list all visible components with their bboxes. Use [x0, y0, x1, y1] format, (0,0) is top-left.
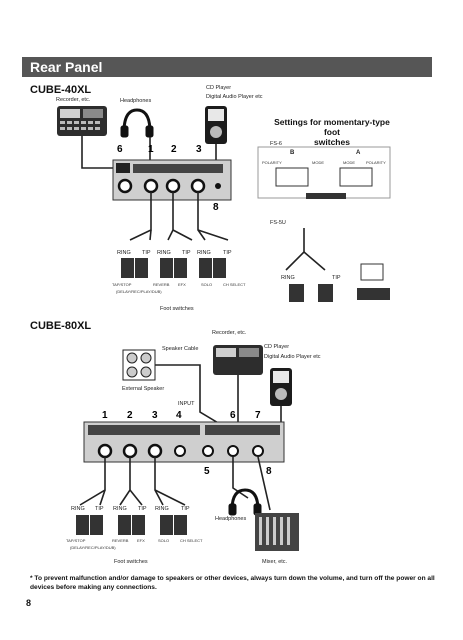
- cube40-cd-label: CD Player: [206, 85, 232, 91]
- footswitches-caption: Foot switches: [160, 306, 194, 312]
- external-speaker-label: External Speaker: [122, 386, 165, 392]
- polarity-label: POLARITY: [366, 160, 386, 165]
- fs5u-ring: RING: [281, 275, 295, 281]
- fs6-label: FS-6: [270, 141, 282, 147]
- reverb-label: REVERB: [112, 538, 129, 543]
- callout-2: 2: [127, 410, 133, 421]
- callout-6: 6: [117, 144, 123, 155]
- fs5u-tip: TIP: [332, 275, 341, 281]
- headphones-icon: [120, 108, 154, 138]
- headphones-icon: [228, 488, 262, 516]
- fs-label: RING: [155, 506, 169, 512]
- callout-4: 4: [176, 410, 182, 421]
- callout-3: 3: [196, 144, 202, 155]
- fs-label: TIP: [181, 506, 190, 512]
- fs5u-label: FS-5U: [270, 220, 286, 226]
- footnote-mark: *: [30, 575, 33, 582]
- settings-title-line2: switches: [314, 137, 350, 147]
- mode-label: MODE: [312, 160, 324, 165]
- footswitches-caption: Foot switches: [114, 559, 148, 565]
- fs-label: RING: [117, 250, 131, 256]
- mixer-icon: [255, 513, 299, 551]
- cube40-panel: [112, 159, 232, 201]
- fs-label: TIP: [95, 506, 104, 512]
- cd-player-icon: [205, 106, 227, 144]
- speaker-cable-label: Speaker Cable: [162, 346, 199, 352]
- cube40-footswitches: [121, 258, 226, 278]
- footnote: * To prevent malfunction and/or damage t…: [30, 574, 440, 592]
- callout-8: 8: [213, 202, 219, 213]
- delay-label: (DELAY/REC/PLAY/DUB): [116, 289, 162, 294]
- efx-label: EFX: [137, 538, 145, 543]
- callout-7: 7: [255, 410, 261, 421]
- footnote-text: To prevent malfunction and/or damage to …: [30, 575, 435, 591]
- callout-5: 5: [204, 466, 210, 477]
- fs-label: RING: [71, 506, 85, 512]
- fs-label: RING: [197, 250, 211, 256]
- mixer-label: Mixer, etc.: [262, 559, 288, 565]
- fs-label: TIP: [142, 250, 151, 256]
- callout-1: 1: [148, 144, 154, 155]
- settings-title-line1: Settings for momentary-type foot: [274, 117, 390, 137]
- cube40-digital-label: Digital Audio Player etc: [206, 94, 263, 100]
- cube40-heading: CUBE-40XL: [30, 84, 92, 96]
- callout-3: 3: [152, 410, 158, 421]
- solo-label: SOLO: [158, 538, 170, 543]
- fs-label: RING: [113, 506, 127, 512]
- settings-box: [257, 146, 391, 199]
- cube80-recorder-label: Recorder, etc.: [212, 330, 247, 336]
- setting-a-label: A: [356, 150, 361, 156]
- tap-label: TAP/STOP: [66, 538, 86, 543]
- callout-6: 6: [230, 410, 236, 421]
- fs-label: TIP: [223, 250, 232, 256]
- fs-label: TIP: [138, 506, 147, 512]
- cd-player-icon: [270, 368, 292, 406]
- headphones-label: Headphones: [215, 516, 247, 522]
- chselect-label: CH SELECT: [223, 282, 246, 287]
- fs-label: TIP: [182, 250, 191, 256]
- cube80-digital-label: Digital Audio Player etc: [264, 354, 321, 360]
- polarity-label: POLARITY: [262, 160, 282, 165]
- solo-label: SOLO: [201, 282, 213, 287]
- page-title: Rear Panel: [30, 59, 103, 75]
- page-number: 8: [26, 598, 32, 608]
- tap-label: TAP/STOP: [112, 282, 132, 287]
- chselect-label: CH SELECT: [180, 538, 203, 543]
- section-header-bar: [22, 57, 432, 77]
- callout-1: 1: [102, 410, 108, 421]
- efx-label: EFX: [178, 282, 186, 287]
- input-label: INPUT: [178, 401, 195, 407]
- recorder-icon: [213, 345, 263, 375]
- cube80-panel: [83, 421, 285, 463]
- cube40-recorder-label: Recorder, etc.: [56, 97, 91, 103]
- recorder-icon: [57, 106, 107, 136]
- cube80-footswitches: [76, 515, 187, 535]
- reverb-label: REVERB: [153, 282, 170, 287]
- callout-2: 2: [171, 144, 177, 155]
- fs5u-diagram: [285, 228, 390, 302]
- cube80-cd-label: CD Player: [264, 344, 290, 350]
- cube80-heading: CUBE-80XL: [30, 320, 92, 332]
- external-speaker-icon: [122, 349, 156, 381]
- setting-b-label: B: [290, 150, 295, 156]
- callout-8: 8: [266, 466, 272, 477]
- settings-title: Settings for momentary-type foot switche…: [272, 117, 392, 147]
- mode-label: MODE: [343, 160, 355, 165]
- fs-label: RING: [157, 250, 171, 256]
- cube40-headphones-label: Headphones: [120, 98, 152, 104]
- delay-label: (DELAY/REC/PLAY/DUB): [70, 545, 116, 550]
